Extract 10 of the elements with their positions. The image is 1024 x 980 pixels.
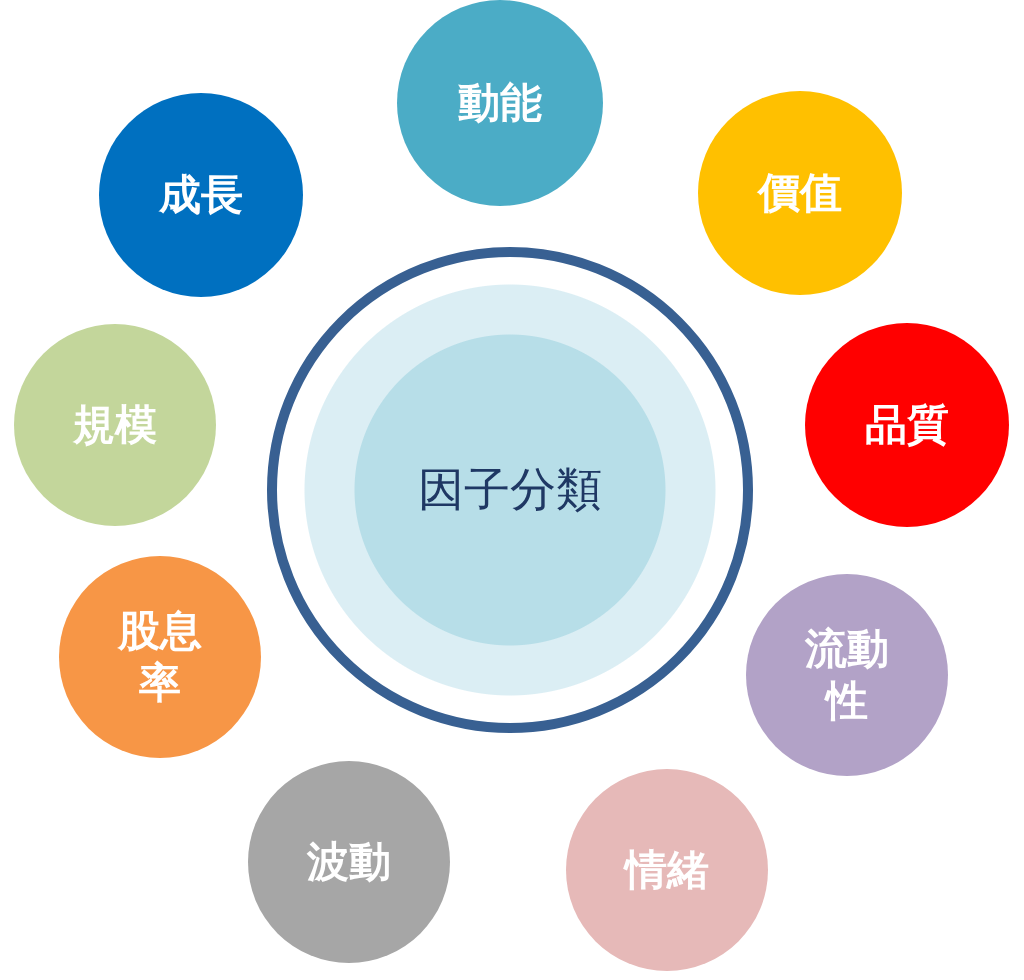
category-label: 波動 [307, 835, 391, 888]
category-label: 股息率 [116, 604, 203, 709]
center-label: 因子分類 [418, 461, 602, 519]
category-label: 成長 [159, 168, 243, 221]
category-label: 規模 [73, 398, 157, 451]
category-label: 品質 [865, 398, 949, 451]
category-label: 流動性 [804, 622, 890, 727]
category-label: 情緒 [625, 843, 709, 896]
category-label: 價值 [758, 166, 842, 219]
category-label: 動能 [458, 76, 542, 129]
